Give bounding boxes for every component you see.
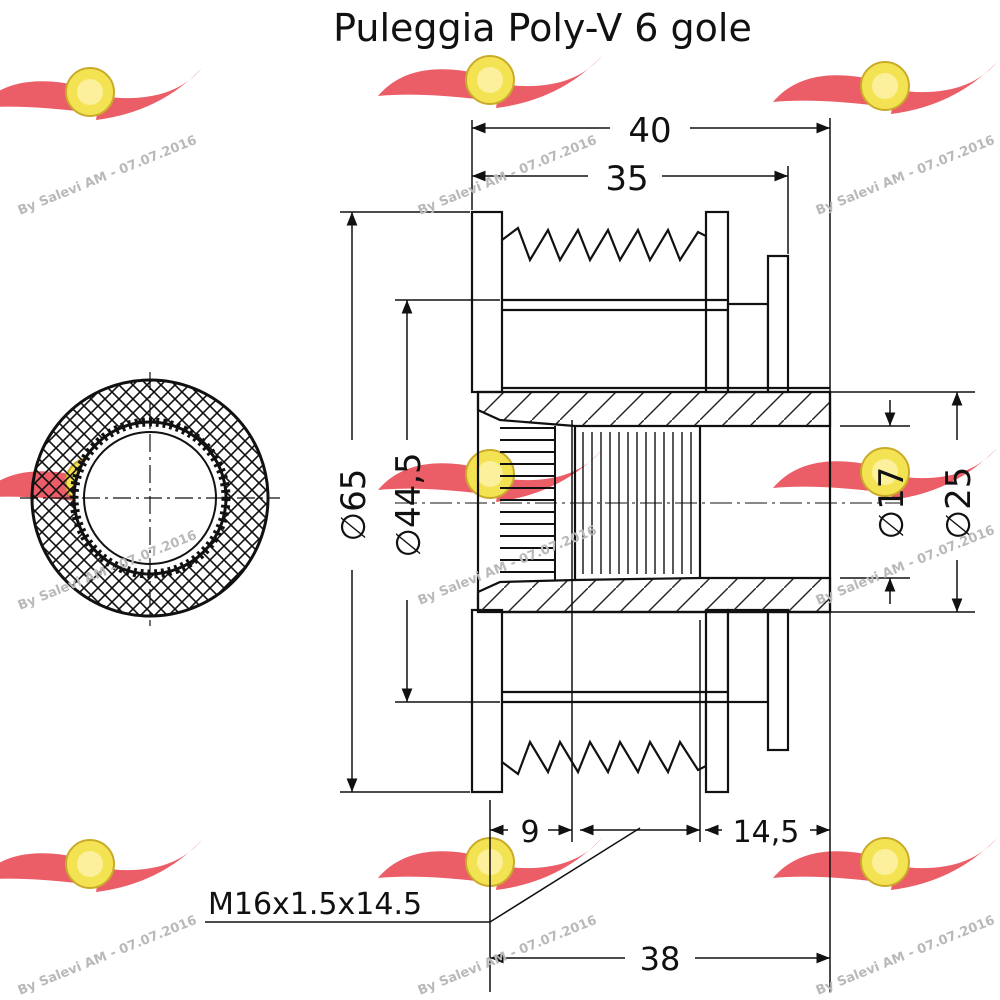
svg-text:By Salevi AM - 07.07.2016: By Salevi AM - 07.07.2016 — [16, 133, 199, 219]
dim-groove-diameter: ∅44,5 — [389, 452, 429, 557]
svg-text:By Salevi AM - 07.07.2016: By Salevi AM - 07.07.2016 — [814, 913, 997, 999]
dim-thread-spec: M16x1.5x14.5 — [208, 887, 422, 922]
diagram-title: Puleggia Poly-V 6 gole — [333, 6, 752, 50]
dim-hub-length: 14,5 — [733, 815, 800, 850]
section-view — [395, 210, 900, 794]
svg-text:By Salevi AM - 07.07.2016: By Salevi AM - 07.07.2016 — [16, 913, 199, 999]
end-view — [20, 372, 280, 626]
dim-thread-depth: 9 — [520, 815, 539, 850]
dim-outer-diameter: ∅65 — [334, 469, 374, 542]
dim-pulley-length: 35 — [605, 159, 648, 199]
svg-text:By Salevi AM - 07.07.2016: By Salevi AM - 07.07.2016 — [814, 133, 997, 219]
dim-overall-length: 40 — [628, 111, 671, 151]
dim-body-length: 38 — [640, 940, 681, 978]
dim-hub-diameter: ∅25 — [939, 467, 979, 540]
dimension-lines — [205, 118, 975, 992]
dim-bore-diameter: ∅17 — [872, 467, 912, 540]
svg-text:By Salevi AM - 07.07.2016: By Salevi AM - 07.07.2016 — [416, 913, 599, 999]
